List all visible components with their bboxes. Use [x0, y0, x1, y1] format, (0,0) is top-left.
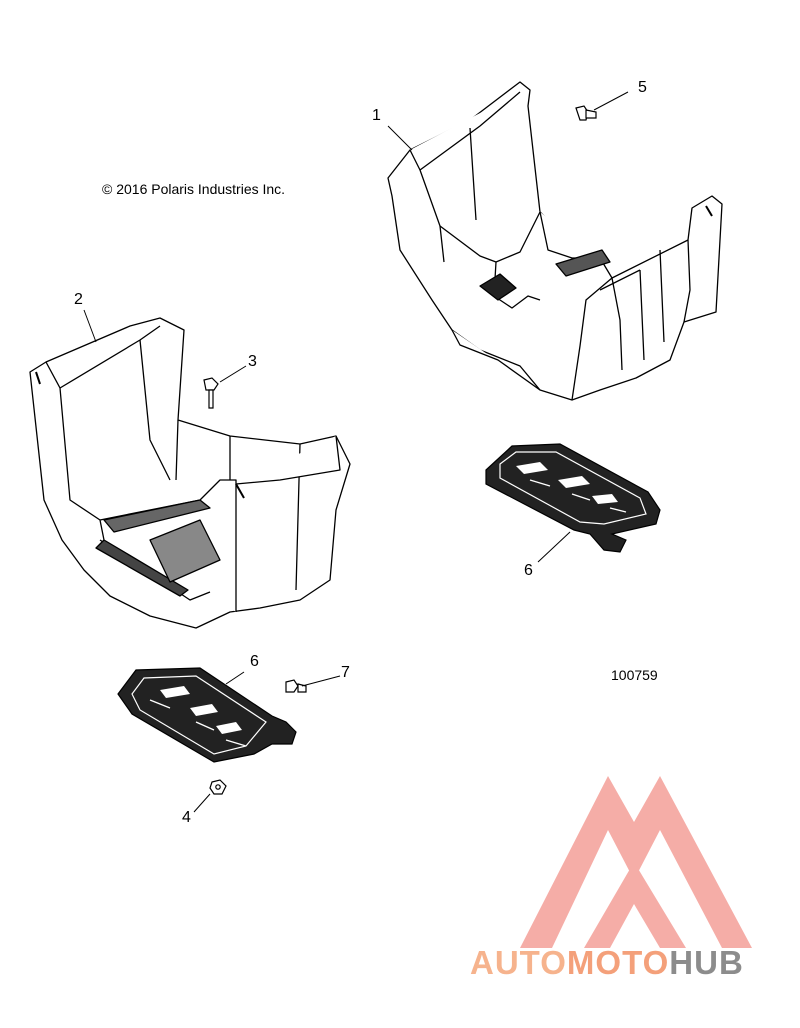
part-5-screw-icon: [575, 105, 597, 121]
watermark-logo-icon: [520, 776, 752, 948]
part-2-footwell-left: [29, 317, 351, 629]
diagram-part-number: 100759: [611, 667, 658, 683]
callout-6-lower: 6: [250, 653, 259, 670]
watermark-word-hub: HUB: [669, 944, 744, 981]
callout-7: 7: [341, 664, 350, 681]
part-6-floor-mat-upper: [485, 443, 661, 553]
callout-5: 5: [638, 79, 647, 96]
watermark-word-auto: AUTO: [470, 944, 567, 981]
watermark-word-moto: MOTO: [566, 944, 670, 981]
part-1-footwell-right: [387, 81, 723, 401]
leader-lines: [83, 91, 629, 813]
callout-3: 3: [248, 353, 257, 370]
part-4-nut-icon: [209, 779, 227, 795]
callout-6-upper: 6: [524, 562, 533, 579]
callout-1: 1: [372, 107, 381, 124]
copyright-text: © 2016 Polaris Industries Inc.: [102, 181, 286, 197]
callout-4: 4: [182, 809, 191, 826]
part-6-floor-mat-lower: [117, 667, 297, 763]
watermark-brand-text: AUTOMOTOHUB: [470, 944, 744, 982]
part-3-bolt-icon: [203, 377, 219, 409]
callout-2: 2: [74, 291, 83, 308]
